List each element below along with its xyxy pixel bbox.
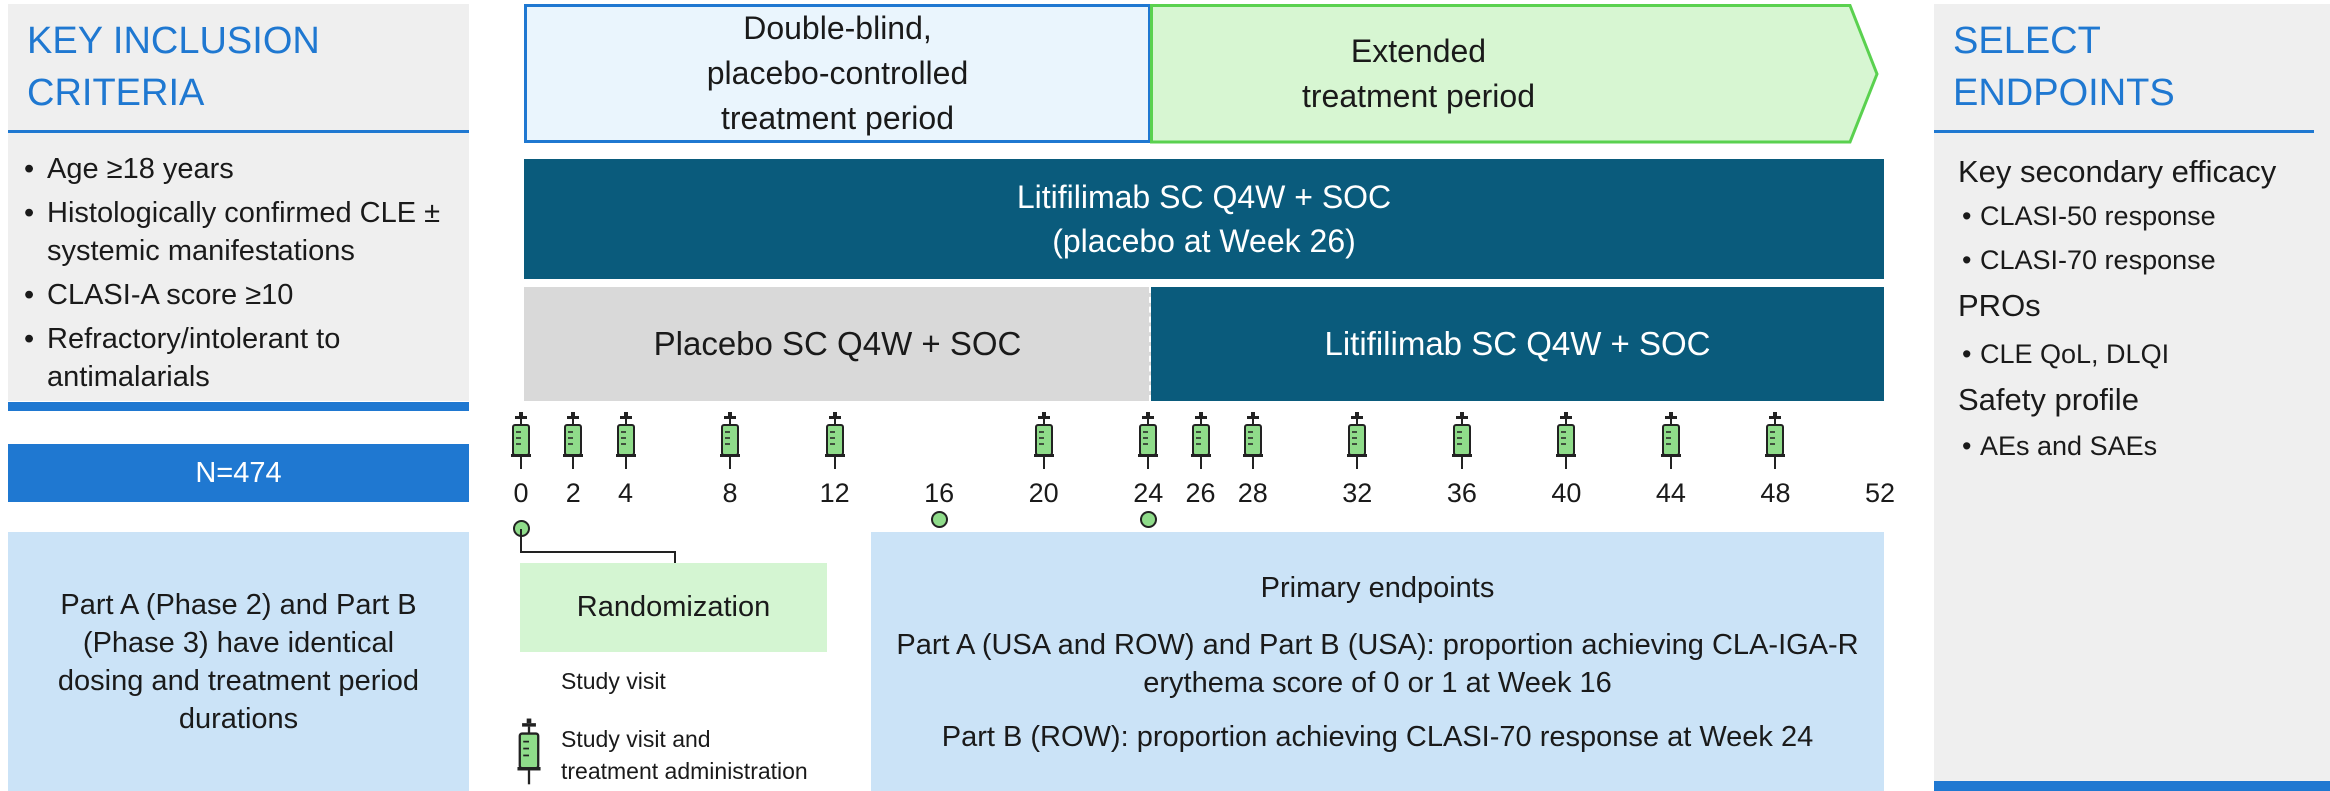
inclusion-item: Refractory/intolerant to antimalarials: [8, 320, 453, 396]
primary-l1-endpoint: proportion achieving CLA-IGA-R: [1442, 629, 1859, 661]
primary-part-b: Part B: [1259, 629, 1340, 661]
endpoint-item: CLE QoL, DLQI: [1958, 336, 2318, 372]
double-blind-period-box: Double-blind, placebo-controlled treatme…: [524, 4, 1151, 143]
inclusion-criteria-panel: KEY INCLUSION CRITERIA Age ≥18 years His…: [8, 4, 469, 401]
part-a-label: Part A (Phase 2): [60, 588, 272, 621]
primary-endpoint-line2: erythema score of 0 or 1 at Week 16: [1143, 667, 1612, 699]
primary-l3-endpoint: proportion achieving CLASI-70 response a…: [1136, 721, 1814, 753]
legend-syringe-icon: [514, 716, 544, 791]
week-tick-label: 2: [565, 478, 581, 508]
week-tick-label: 44: [1655, 478, 1686, 508]
endpoint-group-heading: Key secondary efficacy: [1958, 154, 2277, 189]
inclusion-title-line2: CRITERIA: [27, 72, 205, 114]
primary-l3-region: (ROW):: [1022, 721, 1137, 753]
syringe-icon: [613, 412, 639, 470]
endpoint-item: AEs and SAEs: [1958, 428, 2318, 464]
part-b-label: Part B (Phase 3): [82, 588, 417, 659]
endpoints-title-rule: [1934, 130, 2314, 133]
randomization-connector: [520, 529, 676, 565]
syringe-icon: [1449, 412, 1475, 470]
syringe-icon: [1135, 412, 1161, 470]
endpoint-item: CLASI-50 response: [1958, 198, 2318, 234]
inclusion-item: Histologically confirmed CLE ± systemic …: [8, 194, 453, 270]
extended-period-label: Extended treatment period: [1301, 32, 1535, 114]
syringe-icon: [508, 412, 534, 470]
parts-note-text: Part A (Phase 2) and Part B (Phase 3) ha…: [38, 586, 439, 738]
syringe-icon: [560, 412, 586, 470]
litifilimab-arm-bar: Litifilimab SC Q4W + SOC (placebo at Wee…: [524, 159, 1884, 279]
week-tick-label: 20: [1028, 478, 1059, 508]
week-tick-label: 16: [924, 478, 955, 508]
legend-study-visit-treatment-line1: Study visit and: [561, 726, 711, 752]
extended-period-arrow: [1150, 4, 1879, 144]
primary-endpoint-line3: Part B (ROW): proportion achieving CLASI…: [891, 718, 1864, 756]
inclusion-item: CLASI-A score ≥10: [8, 276, 453, 314]
week-tick-label: 28: [1237, 478, 1268, 508]
legend-study-visit-treatment-line2: treatment administration: [561, 758, 808, 784]
inclusion-title-line1: KEY INCLUSION: [27, 20, 320, 62]
endpoints-title-line1: SELECT: [1953, 20, 2101, 62]
week-tick-label: 40: [1551, 478, 1582, 508]
syringe-icon: [1553, 412, 1579, 470]
week-tick-label: 4: [618, 478, 634, 508]
week-tick-label: 8: [722, 478, 738, 508]
inclusion-item: Age ≥18 years: [8, 150, 453, 188]
crossover-litifilimab-bar: Litifilimab SC Q4W + SOC: [1151, 287, 1884, 401]
syringe-icon: [1240, 412, 1266, 470]
parts-note-box: Part A (Phase 2) and Part B (Phase 3) ha…: [8, 532, 469, 791]
week-tick-label: 36: [1446, 478, 1477, 508]
inclusion-list: Age ≥18 years Histologically confirmed C…: [8, 150, 453, 402]
primary-endpoint-line1: Part A (USA and ROW) and Part B (USA): p…: [891, 626, 1864, 664]
parts-and: and: [271, 588, 337, 621]
study-visit-marker: [1140, 511, 1158, 528]
inclusion-bottom-bar: [8, 402, 469, 411]
week-tick-label: 12: [819, 478, 850, 508]
week-tick-label: 32: [1342, 478, 1373, 508]
primary-l1-region: (USA and ROW) and: [973, 629, 1260, 661]
week-tick-label: 52: [1864, 478, 1896, 508]
syringe-icon: [1344, 412, 1370, 470]
primary-part-b-row: Part B: [941, 721, 1023, 753]
select-endpoints-panel: SELECT ENDPOINTS Key secondary efficacy …: [1934, 4, 2330, 791]
placebo-arm-bar: Placebo SC Q4W + SOC: [524, 287, 1151, 401]
week-24-divider: [1149, 287, 1151, 401]
randomization-box: Randomization: [520, 563, 827, 652]
primary-endpoints-title: Primary endpoints: [1260, 572, 1495, 604]
parts-rest: have identical dosing and treatment peri…: [57, 626, 420, 735]
week-tick-label: 48: [1760, 478, 1791, 508]
week-tick-label: 24: [1133, 478, 1164, 508]
week-tick-label: 26: [1185, 478, 1216, 508]
study-visit-marker: [931, 511, 949, 528]
endpoints-bottom-bar: [1934, 781, 2330, 791]
syringe-icon: [717, 412, 743, 470]
primary-endpoints-box: Primary endpoints Part A (USA and ROW) a…: [871, 532, 1884, 791]
primary-l1-region2: (USA):: [1339, 629, 1443, 661]
endpoint-groups: Key secondary efficacy CLASI-50 response…: [1958, 152, 2318, 464]
syringe-icon: [1658, 412, 1684, 470]
sample-size-box: N=474: [8, 444, 469, 502]
inclusion-title-rule: [8, 130, 469, 133]
endpoints-title-line2: ENDPOINTS: [1953, 72, 2175, 114]
endpoint-item: CLASI-70 response: [1958, 242, 2318, 278]
endpoint-group-heading: Safety profile: [1958, 382, 2139, 417]
endpoint-group-heading: PROs: [1958, 288, 2041, 323]
syringe-icon: [1031, 412, 1057, 470]
legend-study-visit: Study visit: [561, 668, 666, 694]
week-tick-label: 0: [513, 478, 529, 508]
syringe-icon: [1188, 412, 1214, 470]
syringe-icon: [822, 412, 848, 470]
syringe-icon: [1762, 412, 1788, 470]
primary-part-a: Part A: [896, 629, 974, 661]
